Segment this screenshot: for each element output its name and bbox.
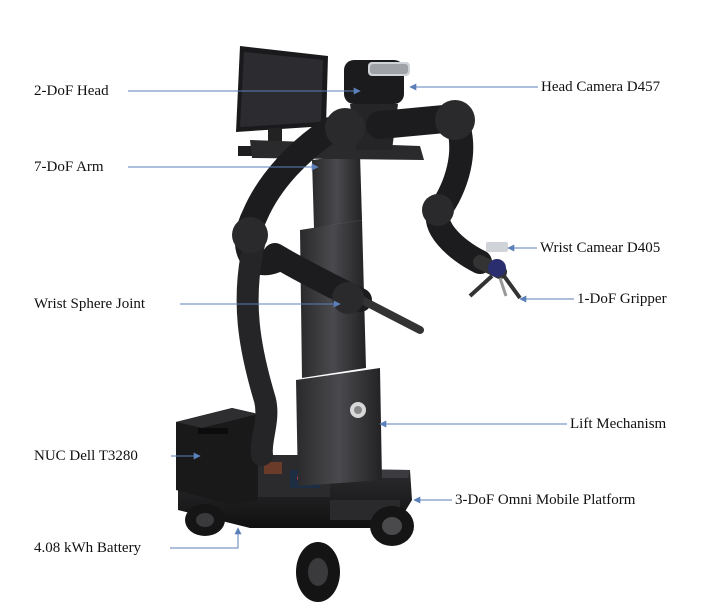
label-nuc: NUC Dell T3280 <box>34 448 138 464</box>
right-arm-joints <box>422 100 475 226</box>
lift-column <box>296 154 382 486</box>
label-head-camera: Head Camera D457 <box>541 79 661 95</box>
label-battery: 4.08 kWh Battery <box>34 540 142 556</box>
leader-lines <box>128 83 574 549</box>
label-gripper: 1-DoF Gripper <box>577 291 667 307</box>
label-head: 2-DoF Head <box>34 83 109 99</box>
leader-battery <box>170 527 242 549</box>
wheel-left <box>185 504 225 536</box>
label-wrist-camera: Wrist Camear D405 <box>540 240 661 256</box>
wrist-camera <box>486 242 508 252</box>
label-arm: 7-DoF Arm <box>34 159 104 175</box>
label-wrist-joint: Wrist Sphere Joint <box>34 296 146 312</box>
label-lift: Lift Mechanism <box>570 416 667 432</box>
nuc-box <box>176 408 258 505</box>
wheel-right <box>370 506 414 546</box>
gripper <box>468 259 522 300</box>
wheel-front <box>296 542 340 602</box>
label-platform: 3-DoF Omni Mobile Platform <box>455 492 636 508</box>
